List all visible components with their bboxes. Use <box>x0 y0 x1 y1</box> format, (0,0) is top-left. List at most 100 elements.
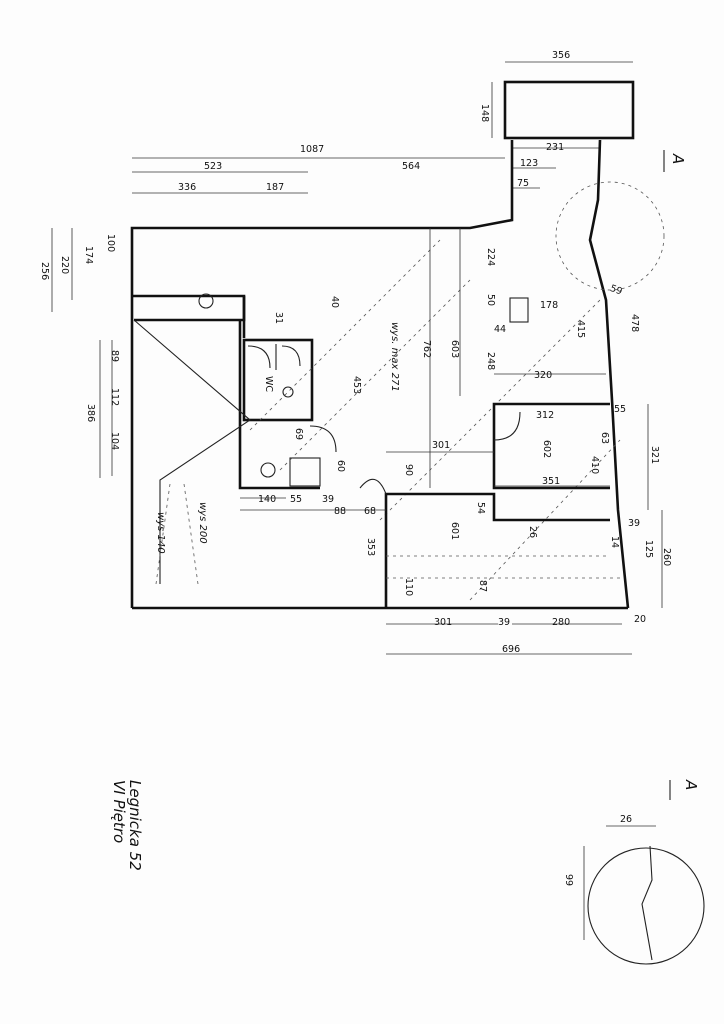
dim-603: 603 <box>449 340 460 358</box>
dim-301-bottom: 301 <box>434 617 452 628</box>
dim-220: 220 <box>59 256 70 274</box>
roof-window-arc <box>555 181 665 291</box>
section-mark-top: A <box>669 153 687 164</box>
dim-174: 174 <box>83 246 94 264</box>
top-balcony <box>503 80 635 140</box>
dim-26-mid: 26 <box>527 526 538 538</box>
dim-125: 125 <box>643 540 654 558</box>
dim-39-right: 39 <box>628 518 640 529</box>
roof-slope-1 <box>249 239 441 431</box>
dim-601: 601 <box>449 522 460 540</box>
dim-762: 762 <box>421 340 432 358</box>
dim-112: 112 <box>109 388 120 406</box>
dim-301-mid: 301 <box>432 440 450 451</box>
dim-178: 178 <box>540 300 558 311</box>
dim-55-bottom: 55 <box>290 494 302 505</box>
dim-353: 353 <box>365 538 376 556</box>
entry-door-swing <box>359 478 387 495</box>
attic-room-outline <box>133 319 251 584</box>
height-200-label: wys 200 <box>197 502 208 544</box>
dim-55-top: 55 <box>614 404 626 415</box>
dim-123: 123 <box>520 158 538 169</box>
height-140-label: wys 140 <box>155 512 166 554</box>
dim-320: 320 <box>534 370 552 381</box>
dim-564: 564 <box>402 161 420 172</box>
inner-wall-vertical <box>238 320 320 490</box>
wc-toilet <box>282 386 294 398</box>
dim-88: 88 <box>334 506 346 517</box>
dim-90: 90 <box>403 464 414 476</box>
dim-140: 140 <box>258 494 276 505</box>
dim-89: 89 <box>109 350 120 362</box>
dim-224: 224 <box>485 248 496 266</box>
dim-75: 75 <box>517 178 529 189</box>
section-mark-bottom: A <box>682 779 700 790</box>
dim-696: 696 <box>502 644 520 655</box>
dim-231: 231 <box>546 142 564 153</box>
dim-44: 44 <box>494 324 506 335</box>
dim-336: 336 <box>178 182 196 193</box>
dim-312: 312 <box>536 410 554 421</box>
section-detail-profile <box>641 845 653 961</box>
knee-wall-200 <box>183 483 199 585</box>
dim-110: 110 <box>403 578 414 596</box>
inner-wall-left-room <box>132 294 246 322</box>
dim-69: 69 <box>293 428 304 440</box>
roof-slope-3 <box>379 299 601 521</box>
dim-351: 351 <box>542 476 560 487</box>
dim-248: 248 <box>485 352 496 370</box>
dim-14: 14 <box>609 536 620 548</box>
dim-415: 415 <box>575 320 586 338</box>
dim-60: 60 <box>335 460 346 472</box>
dim-280: 280 <box>552 617 570 628</box>
outer-wall-right <box>588 139 630 609</box>
plan-title: Legnicka 52 <box>126 780 144 871</box>
dim-1087: 1087 <box>300 144 324 155</box>
dim-50: 50 <box>485 294 496 306</box>
dim-87: 87 <box>477 580 488 592</box>
dim-356: 356 <box>552 50 570 61</box>
plan-subtitle: VI Piętro <box>110 780 128 843</box>
dim-148: 148 <box>479 104 490 122</box>
dim-453: 453 <box>351 376 362 394</box>
chimney <box>509 297 529 323</box>
dim-321: 321 <box>649 446 660 464</box>
dim-410: 410 <box>589 456 600 474</box>
dim-39-bottom: 39 <box>322 494 334 505</box>
dim-68: 68 <box>364 506 376 517</box>
dim-20: 20 <box>634 614 646 625</box>
detail-dim-99: 99 <box>563 874 574 886</box>
bath-door-swing <box>309 425 337 453</box>
wc-room <box>242 338 314 422</box>
lower-room-wall <box>384 492 610 608</box>
right-room-door <box>493 411 521 441</box>
dim-478: 478 <box>629 314 640 332</box>
section-detail-circle <box>587 847 705 965</box>
dim-187: 187 <box>266 182 284 193</box>
wc-door-swing-2 <box>281 345 301 367</box>
dim-100: 100 <box>105 234 116 252</box>
roof-slope-4 <box>469 439 621 601</box>
dim-602: 602 <box>541 440 552 458</box>
dim-104: 104 <box>109 432 120 450</box>
dim-39-bottom-chain: 39 <box>498 617 510 628</box>
right-room-outline <box>492 402 610 490</box>
detail-dim-26: 26 <box>620 814 632 825</box>
dim-63: 63 <box>599 432 610 444</box>
dim-59: 59 <box>609 283 624 297</box>
dim-256: 256 <box>39 262 50 280</box>
dim-31: 31 <box>273 312 284 324</box>
outer-wall-main <box>130 140 514 608</box>
dim-40: 40 <box>329 296 340 308</box>
washbasin <box>260 462 276 478</box>
wc-door-swing-1 <box>247 345 271 369</box>
height-max-label: wys. max 271 <box>389 322 400 392</box>
bath-fixture <box>289 457 321 487</box>
knee-wall-140 <box>155 483 171 585</box>
dim-523: 523 <box>204 161 222 172</box>
dim-260: 260 <box>661 548 672 566</box>
column-top-left <box>198 293 214 309</box>
dim-386: 386 <box>85 404 96 422</box>
